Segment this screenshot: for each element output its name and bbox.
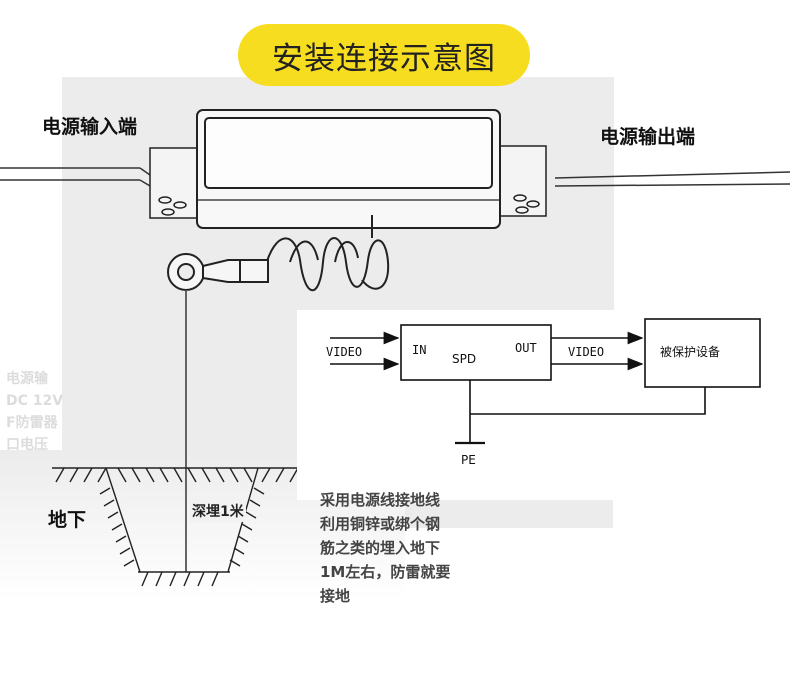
faded-line: F防雷器 [6,415,58,431]
ground-pit [99,467,265,587]
ring-terminal [167,253,269,291]
grounding-note: 采用电源线接地线 利用铜锌或绑个钢 筋之类的埋入地下 1M左右，防雷就要 接地 [320,488,450,608]
spd-body [196,109,501,229]
power-input-label: 电源输入端 [42,116,138,138]
pe-label: PE [461,453,476,467]
faded-line: 口电压 [6,437,48,453]
note-line: 采用电源线接地线 [320,491,441,509]
output-cable [554,171,790,187]
left-terminal [149,147,199,219]
ground-wire-return [470,387,706,415]
ground-surface [52,467,306,483]
power-output-label: 电源输出端 [600,126,696,148]
right-terminal [497,145,547,217]
out-label: OUT [515,341,537,355]
input-cable [0,167,151,187]
note-line: 接地 [320,587,351,605]
underground-label: 地下 [48,509,87,531]
depth-label: 深埋1米 [190,500,246,522]
note-line: 利用铜锌或绑个钢 [320,515,441,533]
video-in-label: VIDEO [326,345,363,359]
faded-line: DC 12V [6,393,64,409]
background-panel-right-strip [405,496,613,528]
coiled-ground-wire [264,215,390,292]
note-line: 筋之类的埋入地下 [320,539,441,557]
spd-label: SPD [452,352,477,366]
video-out-label: VIDEO [568,345,605,359]
spd-box [400,324,552,381]
page-title: 安装连接示意图 [238,24,530,86]
protected-device-box [644,318,761,388]
in-label: IN [412,343,427,357]
faded-line: 电源输 [6,371,48,387]
schematic-panel [297,310,790,500]
note-line: 1M左右，防雷就要 [320,563,451,581]
protected-device-label: 被保护设备 [660,345,721,359]
faded-text-block: 电源输 DC 12V F防雷器 口电压 [6,368,63,456]
